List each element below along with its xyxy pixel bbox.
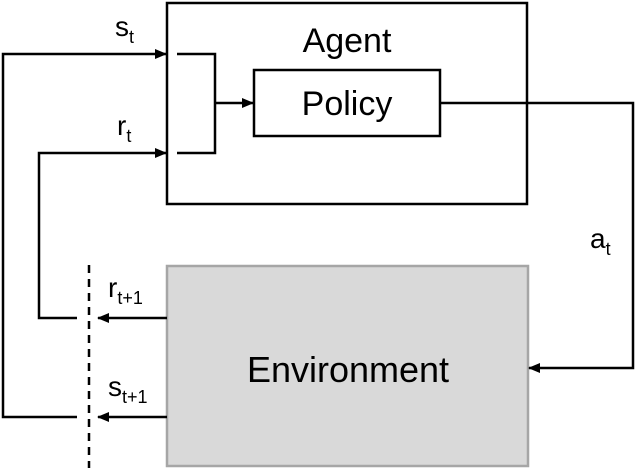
- agent-label: Agent: [303, 22, 392, 60]
- state-to-policy-line: [177, 52, 217, 103]
- state-feedback-line: [1, 49, 167, 419]
- environment-label: Environment: [247, 349, 449, 390]
- reward-feedback-line: [37, 148, 167, 320]
- policy-label: Policy: [302, 85, 393, 123]
- action-label: at: [590, 223, 611, 259]
- next-reward-label: rt+1: [108, 272, 143, 308]
- policy-box: [252, 68, 442, 138]
- next-state-label: st+1: [108, 371, 148, 407]
- state-label: st: [115, 11, 134, 47]
- action-arrow: [440, 101, 635, 373]
- reward-to-policy-line: [177, 103, 217, 155]
- environment-box: [165, 264, 530, 468]
- reward-label: rt: [117, 110, 131, 146]
